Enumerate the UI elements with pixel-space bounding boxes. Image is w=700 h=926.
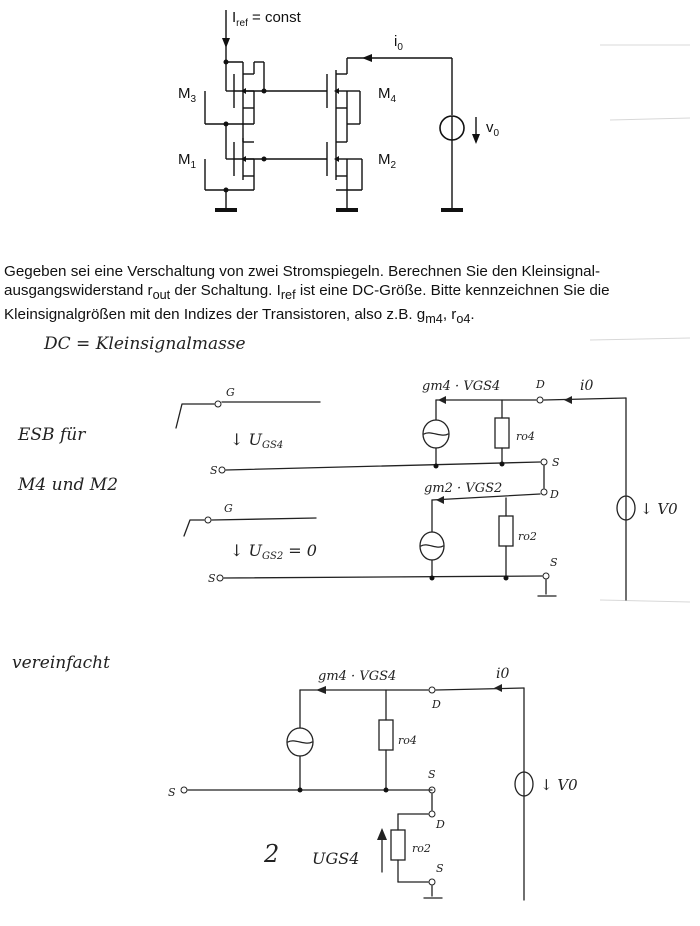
svg-text:S: S: [208, 572, 216, 585]
svg-text:S: S: [436, 862, 444, 875]
svg-text:D: D: [435, 818, 445, 831]
esb-label: ESB für: [17, 425, 86, 445]
svg-text:2: 2: [263, 840, 279, 868]
svg-text:M4: M4: [378, 85, 397, 105]
task-description: Gegeben sei eine Verschaltung von zwei S…: [4, 263, 610, 327]
bleed-through: [589, 44, 691, 603]
svg-text:ro4: ro4: [398, 734, 417, 747]
vereinfacht-label: vereinfacht: [12, 653, 110, 673]
svg-text:S: S: [550, 556, 558, 569]
svg-text:ro4: ro4: [516, 430, 535, 443]
svg-text:i0: i0: [394, 33, 403, 53]
svg-text:↓ V0: ↓ V0: [540, 776, 578, 794]
svg-text:↓ V0: ↓ V0: [640, 500, 678, 518]
svg-text:ro2: ro2: [412, 842, 431, 855]
svg-text:v0: v0: [486, 119, 500, 139]
svg-text:↓ UGS2 = 0: ↓ UGS2 = 0: [230, 541, 317, 562]
svg-text:D: D: [431, 698, 441, 711]
svg-text:UGS4: UGS4: [312, 849, 359, 868]
svg-text:D: D: [549, 488, 559, 501]
svg-text:i0: i0: [580, 378, 593, 394]
simplified-diagram: gm4 · VGS4 ro4 D i0 ↓ V0 S S D ro2: [168, 666, 578, 901]
svg-text:gm2 · VGS2: gm2 · VGS2: [424, 481, 502, 496]
svg-text:S: S: [210, 464, 218, 477]
svg-text:gm4 · VGS4: gm4 · VGS4: [422, 379, 500, 394]
svg-text:D: D: [535, 378, 545, 391]
svg-text:i0: i0: [496, 666, 509, 682]
svg-text:gm4 · VGS4: gm4 · VGS4: [318, 669, 396, 684]
svg-text:G: G: [226, 386, 235, 399]
svg-text:S: S: [428, 768, 436, 781]
svg-text:S: S: [168, 786, 176, 799]
svg-text:Iref = const: Iref = const: [232, 9, 302, 29]
svg-text:M1: M1: [178, 151, 197, 171]
dc-note: DC = Kleinsignalmasse: [43, 334, 246, 354]
svg-text:M3: M3: [178, 85, 197, 105]
svg-text:M2: M2: [378, 151, 397, 171]
svg-text:G: G: [224, 502, 233, 515]
svg-text:↓ UGS4: ↓ UGS4: [230, 430, 283, 451]
svg-text:ro2: ro2: [518, 530, 537, 543]
esb-diagram: G ↓ UGS4 S G ↓ UGS2 = 0 S gm4 · VGS4 ro4…: [175, 378, 678, 601]
printed-circuit: Iref = const: [178, 9, 500, 212]
esb-label-transistors: M4 und M2: [17, 475, 118, 495]
svg-text:S: S: [552, 456, 560, 469]
